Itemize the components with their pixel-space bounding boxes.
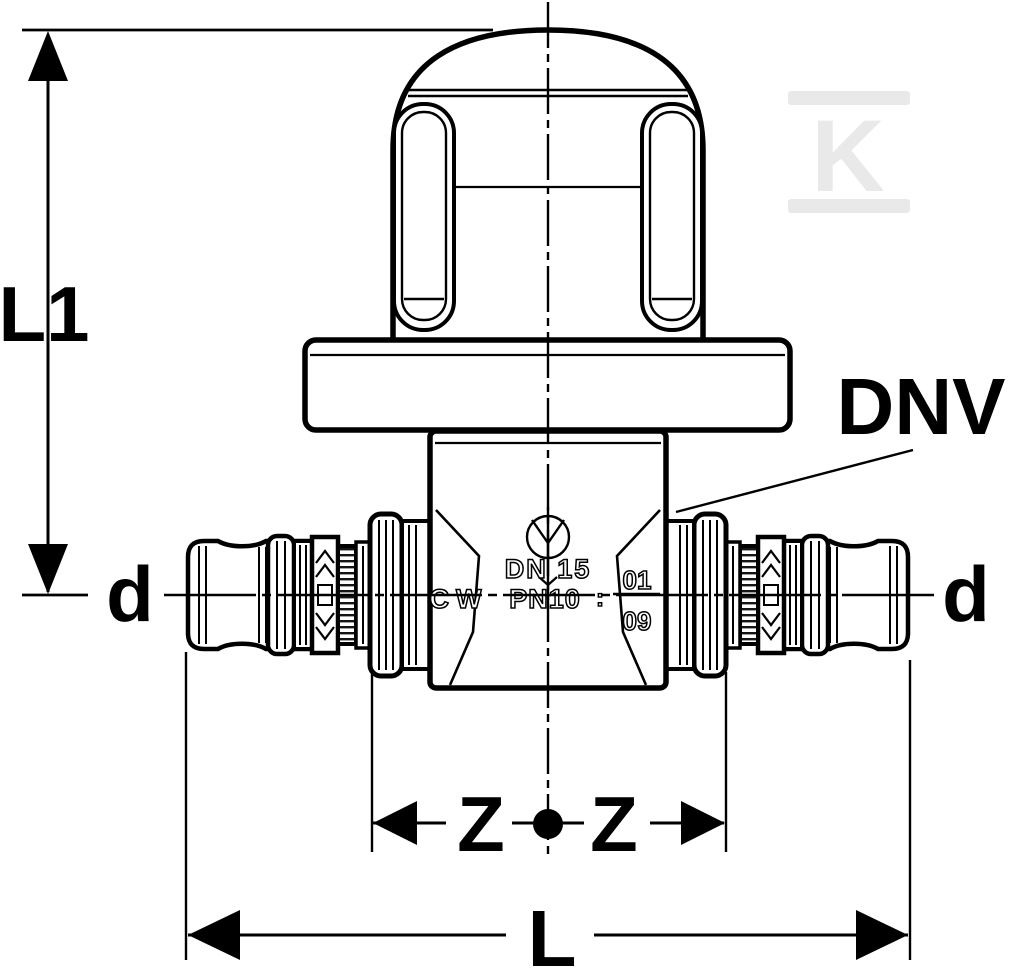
l-arrow-right [856, 910, 908, 960]
grip-slot-outer [640, 102, 704, 332]
handle-grip-slot-right [640, 102, 704, 332]
dnv-callout: DNV [675, 362, 1006, 514]
handle-grip-slot-left [392, 102, 456, 332]
l-arrow-left [188, 910, 240, 960]
l1-arrow-down [28, 544, 68, 594]
body-marking-cw: CW [430, 584, 489, 614]
body-marking-separator: : [596, 585, 604, 612]
body-marking-pn: PN10 [509, 584, 581, 614]
watermark-top-bar [788, 91, 910, 105]
grip-slot-inner [648, 110, 696, 322]
dnv-leader-line [675, 448, 914, 514]
z-center-dot [533, 809, 563, 839]
watermark-k-logo: K [788, 91, 910, 213]
l1-arrow-up [28, 31, 68, 81]
dim-label-z-right: Z [590, 780, 638, 868]
dnv-label: DNV [837, 362, 1006, 451]
dim-label-l: L [528, 894, 577, 974]
dimension-l: L [184, 652, 912, 974]
body-marking-code-top: 01 [623, 565, 652, 595]
z-arrow-right [681, 801, 725, 845]
dim-label-d-right: d [942, 550, 990, 638]
dimension-z: Z Z [370, 672, 728, 868]
body-marking-code-bottom: 09 [623, 606, 652, 636]
dim-label-l1: L1 [0, 270, 90, 358]
dimension-l1: L1 [0, 28, 493, 597]
dim-label-d-left: d [106, 550, 154, 638]
watermark-bottom-bar [788, 199, 910, 213]
dim-label-z-left: Z [457, 780, 505, 868]
grip-slot-outer [392, 102, 456, 332]
grip-slot-inner [400, 110, 448, 322]
watermark-letter: K [811, 99, 885, 213]
z-arrow-left [373, 801, 417, 845]
